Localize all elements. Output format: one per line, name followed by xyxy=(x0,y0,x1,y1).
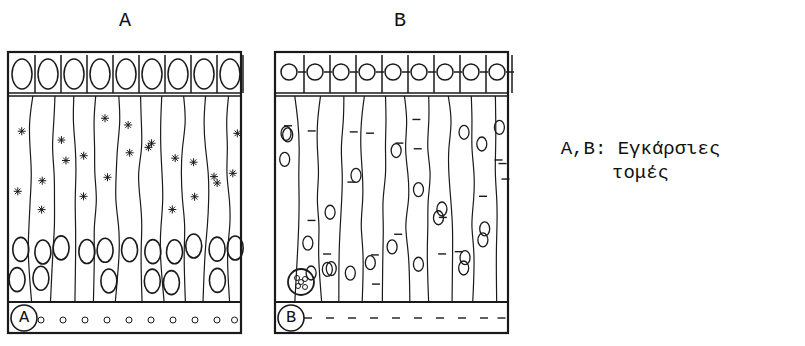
caption-note: A,B: Εγκάρσιες τομές xyxy=(548,138,733,186)
corner-letter: A xyxy=(14,307,34,328)
section-panel xyxy=(8,52,243,333)
caption-note-box: A,B: Εγκάρσιες τομές xyxy=(548,138,733,186)
panel-letter: A xyxy=(110,8,140,33)
panel-letter-box: B xyxy=(385,8,415,33)
panel-letter-box: A xyxy=(110,8,140,33)
section-panel xyxy=(275,52,514,333)
corner-letter-box: A xyxy=(14,307,34,328)
corner-letter-box: B xyxy=(281,307,301,328)
corner-letter: B xyxy=(281,307,301,328)
panel-letter: B xyxy=(385,8,415,33)
